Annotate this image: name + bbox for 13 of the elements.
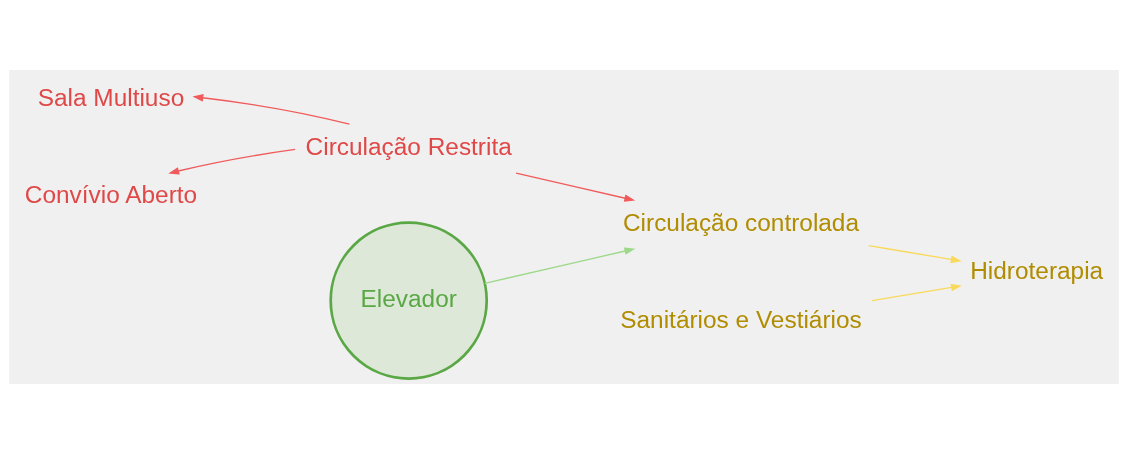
arrow — [192, 94, 351, 125]
node-text: Circulação controlada — [622, 208, 860, 236]
arrow — [868, 245, 962, 264]
node-text: Hidroterapia — [970, 257, 1104, 285]
node-text: Convívio Aberto — [24, 181, 198, 209]
arrow — [871, 283, 962, 302]
node-text: Sala Multiuso — [37, 83, 185, 111]
node-text: Sanitários e Vestiários — [620, 306, 862, 334]
node-circle: Elevador — [329, 221, 489, 380]
arrow — [168, 148, 296, 175]
node-text: Circulação Restrita — [305, 132, 512, 160]
arrow — [484, 247, 636, 284]
arrow — [515, 172, 636, 202]
